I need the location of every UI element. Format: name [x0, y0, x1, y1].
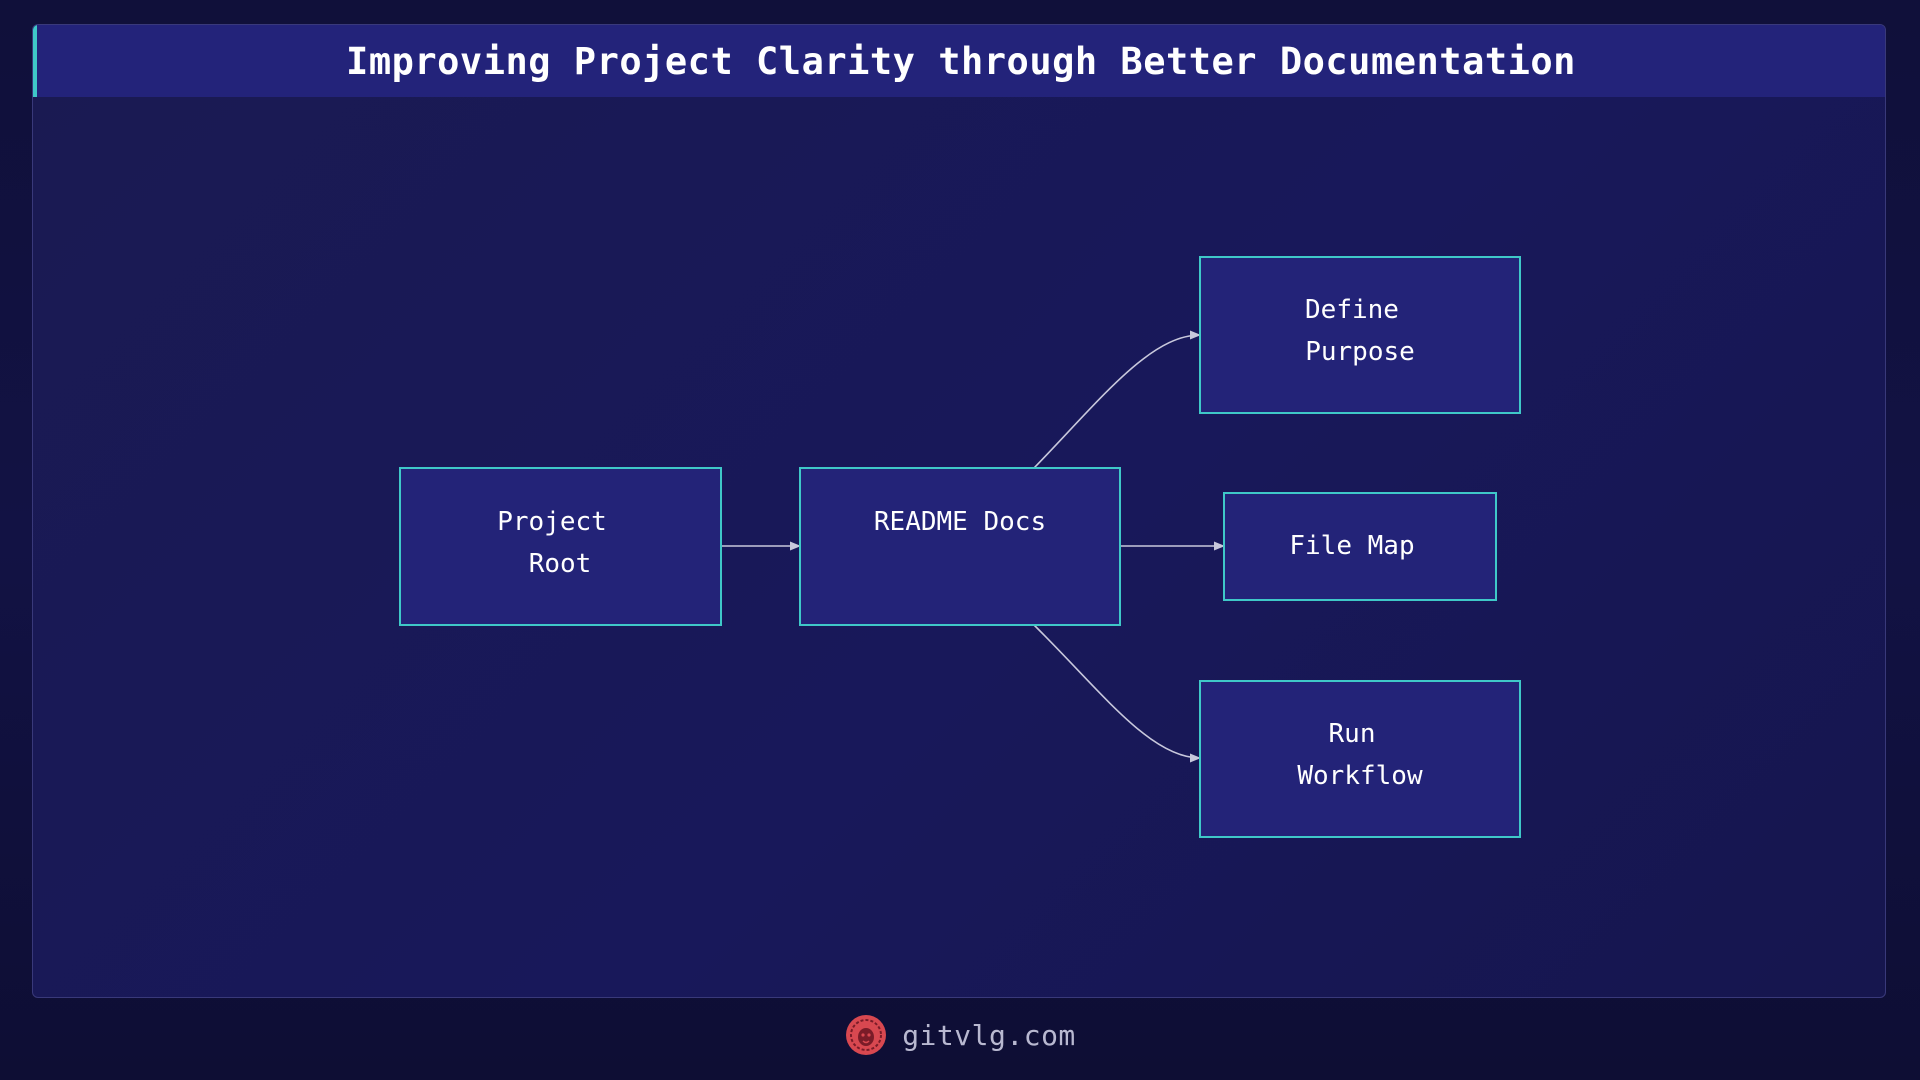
node-define-purpose-label-line2: Purpose	[1305, 337, 1415, 367]
node-readme-docs-label: README Docs	[874, 507, 1046, 537]
header-bar: Improving Project Clarity through Better…	[33, 25, 1885, 97]
node-define-purpose[interactable]: Define Purpose	[1199, 256, 1521, 414]
node-run-workflow-label-line2: Workflow	[1297, 761, 1423, 791]
footer-site-link[interactable]: gitvlg.com	[902, 1018, 1076, 1052]
node-project-root[interactable]: Project Root	[399, 467, 722, 626]
node-project-root-label-line1: Project	[497, 507, 607, 537]
diagram-card: Improving Project Clarity through Better…	[32, 24, 1886, 998]
node-file-map[interactable]: File Map	[1223, 492, 1497, 601]
node-run-workflow-label-line1: Run	[1329, 719, 1376, 749]
footer: gitvlg.com	[0, 1012, 1920, 1058]
node-define-purpose-label-line1: Define	[1305, 295, 1399, 325]
node-run-workflow[interactable]: Run Workflow	[1199, 680, 1521, 838]
lion-icon	[846, 1015, 887, 1055]
node-file-map-label: File Map	[1289, 531, 1414, 561]
node-project-root-label-line2: Root	[529, 549, 592, 579]
edge-readme-to-purpose	[1033, 330, 1202, 469]
edge-readme-to-workflow	[1033, 624, 1202, 763]
page-title: Improving Project Clarity through Better…	[346, 39, 1576, 83]
node-readme-docs[interactable]: README Docs	[799, 467, 1121, 626]
